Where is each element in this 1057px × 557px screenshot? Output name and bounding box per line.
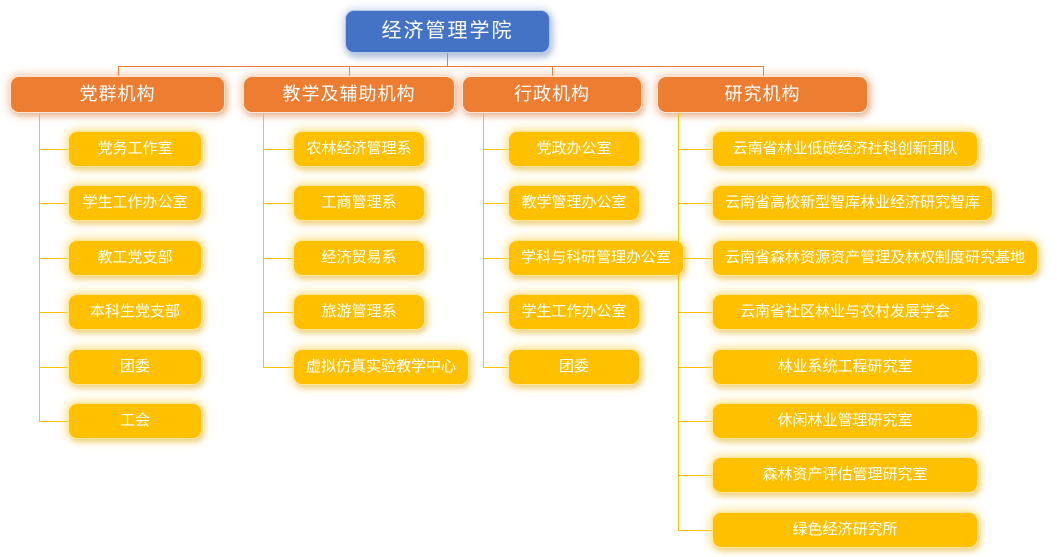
org-node-item: 本科生党支部 [68,294,202,330]
org-node-item: 学生工作办公室 [68,185,202,221]
connector-line [483,113,484,367]
org-node-item: 云南省森林资源资产管理及林权制度研究基地 [712,240,1039,276]
org-node-item: 云南省社区林业与农村发展学会 [712,294,978,330]
org-node-item: 工会 [68,403,202,439]
connector-line [39,113,40,421]
org-node-item: 休闲林业管理研究室 [712,403,978,439]
org-node-header: 研究机构 [657,76,868,113]
org-node-header: 教学及辅助机构 [243,76,455,113]
connector-line [483,149,508,150]
connector-line [263,258,293,259]
connector-line [678,203,712,204]
connector-line [447,53,448,66]
connector-line [39,421,68,422]
org-node-item: 虚拟仿真实验教学中心 [293,349,470,385]
org-node-item: 党政办公室 [508,131,640,167]
connector-line [483,258,508,259]
org-node-item: 云南省林业低碳经济社科创新团队 [712,131,978,167]
org-node-item: 团委 [68,349,202,385]
connector-line [483,367,508,368]
connector-line [678,312,712,313]
connector-line [263,367,293,368]
connector-line [263,149,293,150]
org-node-item: 经济贸易系 [293,240,425,276]
connector-line [263,312,293,313]
connector-line [763,66,764,76]
org-node-item: 工商管理系 [293,185,425,221]
org-node-item: 教学管理办公室 [508,185,640,221]
connector-line [117,66,763,67]
connector-line [678,149,712,150]
org-node-root: 经济管理学院 [345,10,550,53]
connector-line [483,203,508,204]
connector-line [678,530,712,531]
connector-line [678,367,712,368]
connector-line [678,258,712,259]
connector-line [263,203,293,204]
org-node-item: 团委 [508,349,640,385]
connector-line [118,66,119,76]
connector-line [678,113,679,530]
org-node-item: 党务工作室 [68,131,202,167]
org-node-item: 森林资产评估管理研究室 [712,457,978,493]
org-node-item: 学生工作办公室 [508,294,640,330]
connector-line [39,312,68,313]
connector-line [39,258,68,259]
connector-line [39,367,68,368]
org-node-item: 农林经济管理系 [293,131,425,167]
connector-line [39,203,68,204]
org-node-item: 绿色经济研究所 [712,512,978,548]
connector-line [678,475,712,476]
org-node-header: 行政机构 [462,76,642,113]
connector-line [552,66,553,76]
connector-line [263,113,264,367]
org-node-item: 云南省高校新型智库林业经济研究智库 [712,185,994,221]
connector-line [483,312,508,313]
connector-line [678,421,712,422]
org-node-item: 教工党支部 [68,240,202,276]
org-node-item: 旅游管理系 [293,294,425,330]
org-node-item: 林业系统工程研究室 [712,349,978,385]
connector-line [39,149,68,150]
org-node-item: 学科与科研管理办公室 [508,240,685,276]
connector-line [349,66,350,76]
org-node-header: 党群机构 [10,76,225,113]
